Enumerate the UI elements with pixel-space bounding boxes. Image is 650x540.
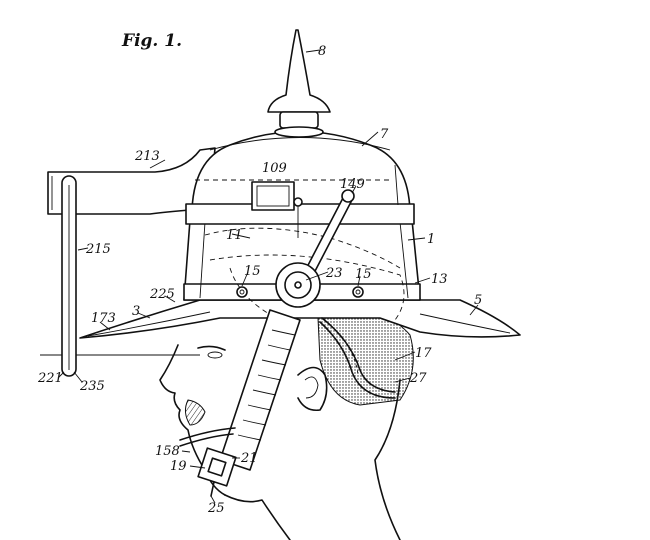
- reference-labels: 8 7 213 109 149 1 215 11 15 23 15 13 5 1…: [37, 44, 482, 516]
- label-buckle-pin: 25: [207, 501, 225, 516]
- leader-lines: [57, 49, 479, 504]
- label-band: 13: [431, 272, 448, 287]
- spike-finial: [267, 29, 331, 138]
- strap-band: [319, 321, 396, 399]
- label-rivet-right: 15: [355, 267, 372, 282]
- label-body: 1: [427, 232, 435, 247]
- label-visor-arm: 213: [134, 149, 160, 164]
- vertical-rod: [61, 175, 77, 377]
- label-rod-top: 149: [340, 177, 365, 192]
- pivot-boss: [275, 262, 321, 308]
- label-brim-right: 5: [474, 293, 482, 308]
- label-finial: 8: [318, 44, 326, 59]
- figure-title: Fig. 1.: [121, 31, 182, 51]
- label-window: 109: [262, 161, 287, 176]
- label-rod-end: 221: [37, 371, 63, 386]
- label-rod-base: 235: [79, 379, 105, 394]
- label-pivot: 23: [325, 266, 343, 281]
- brim: [79, 299, 521, 339]
- label-buckle: 19: [170, 459, 187, 474]
- buckle: [197, 447, 237, 497]
- label-brim-front: 173: [91, 311, 116, 326]
- label-brim-left: 3: [132, 304, 140, 319]
- chin-strap: [179, 309, 301, 471]
- crown-window: [251, 181, 295, 211]
- helmet-crown: [185, 130, 415, 225]
- label-chin-cup: 158: [155, 444, 180, 459]
- label-brim-mark: 225: [149, 287, 175, 302]
- label-strap-band: 27: [409, 371, 427, 386]
- label-strap: 21: [240, 451, 258, 466]
- label-dotted-path: 11: [226, 228, 243, 243]
- hidden-line-lower: [209, 254, 405, 321]
- rivet-left: [236, 286, 248, 298]
- label-rivet-left: 15: [244, 264, 261, 279]
- label-rod: 215: [85, 242, 111, 257]
- label-crown: 7: [380, 127, 389, 142]
- label-neck-guard: 17: [415, 346, 432, 361]
- rivet-right: [352, 286, 364, 298]
